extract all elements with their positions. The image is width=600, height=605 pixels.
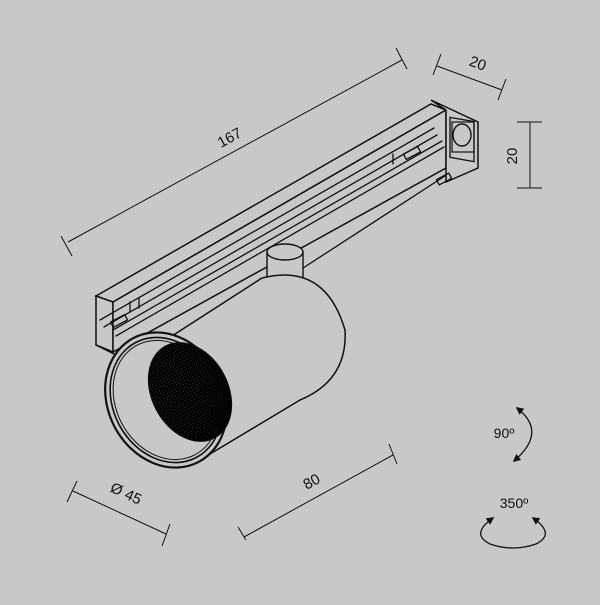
dimension-track-height-label: 20: [504, 148, 521, 165]
pan-rotation-indicator: 350º: [480, 495, 546, 549]
dimension-body-length: 80: [237, 443, 398, 541]
dimension-length-label: 167: [215, 125, 245, 152]
pan-rotation-label: 350º: [500, 495, 528, 511]
dimension-diameter-label: Ø 45: [108, 479, 145, 508]
track-connector-hole: [452, 123, 472, 147]
tilt-rotation-indicator: 90º: [494, 407, 533, 463]
track-clips: [109, 145, 453, 329]
dimension-diameter: Ø 45: [66, 479, 171, 547]
tilt-rotation-label: 90º: [494, 425, 515, 441]
dimension-track-width-label: 20: [467, 53, 489, 75]
dimension-track-height: 20: [504, 121, 542, 189]
tilt-arc-arrow-icon: [512, 407, 533, 463]
track-adapter: [94, 99, 479, 361]
dimension-body-length-label: 80: [300, 471, 323, 494]
cylinder-body: [104, 274, 346, 469]
pan-arc-arrow-icon: [480, 517, 546, 549]
dimension-track-width: 20: [432, 53, 507, 101]
